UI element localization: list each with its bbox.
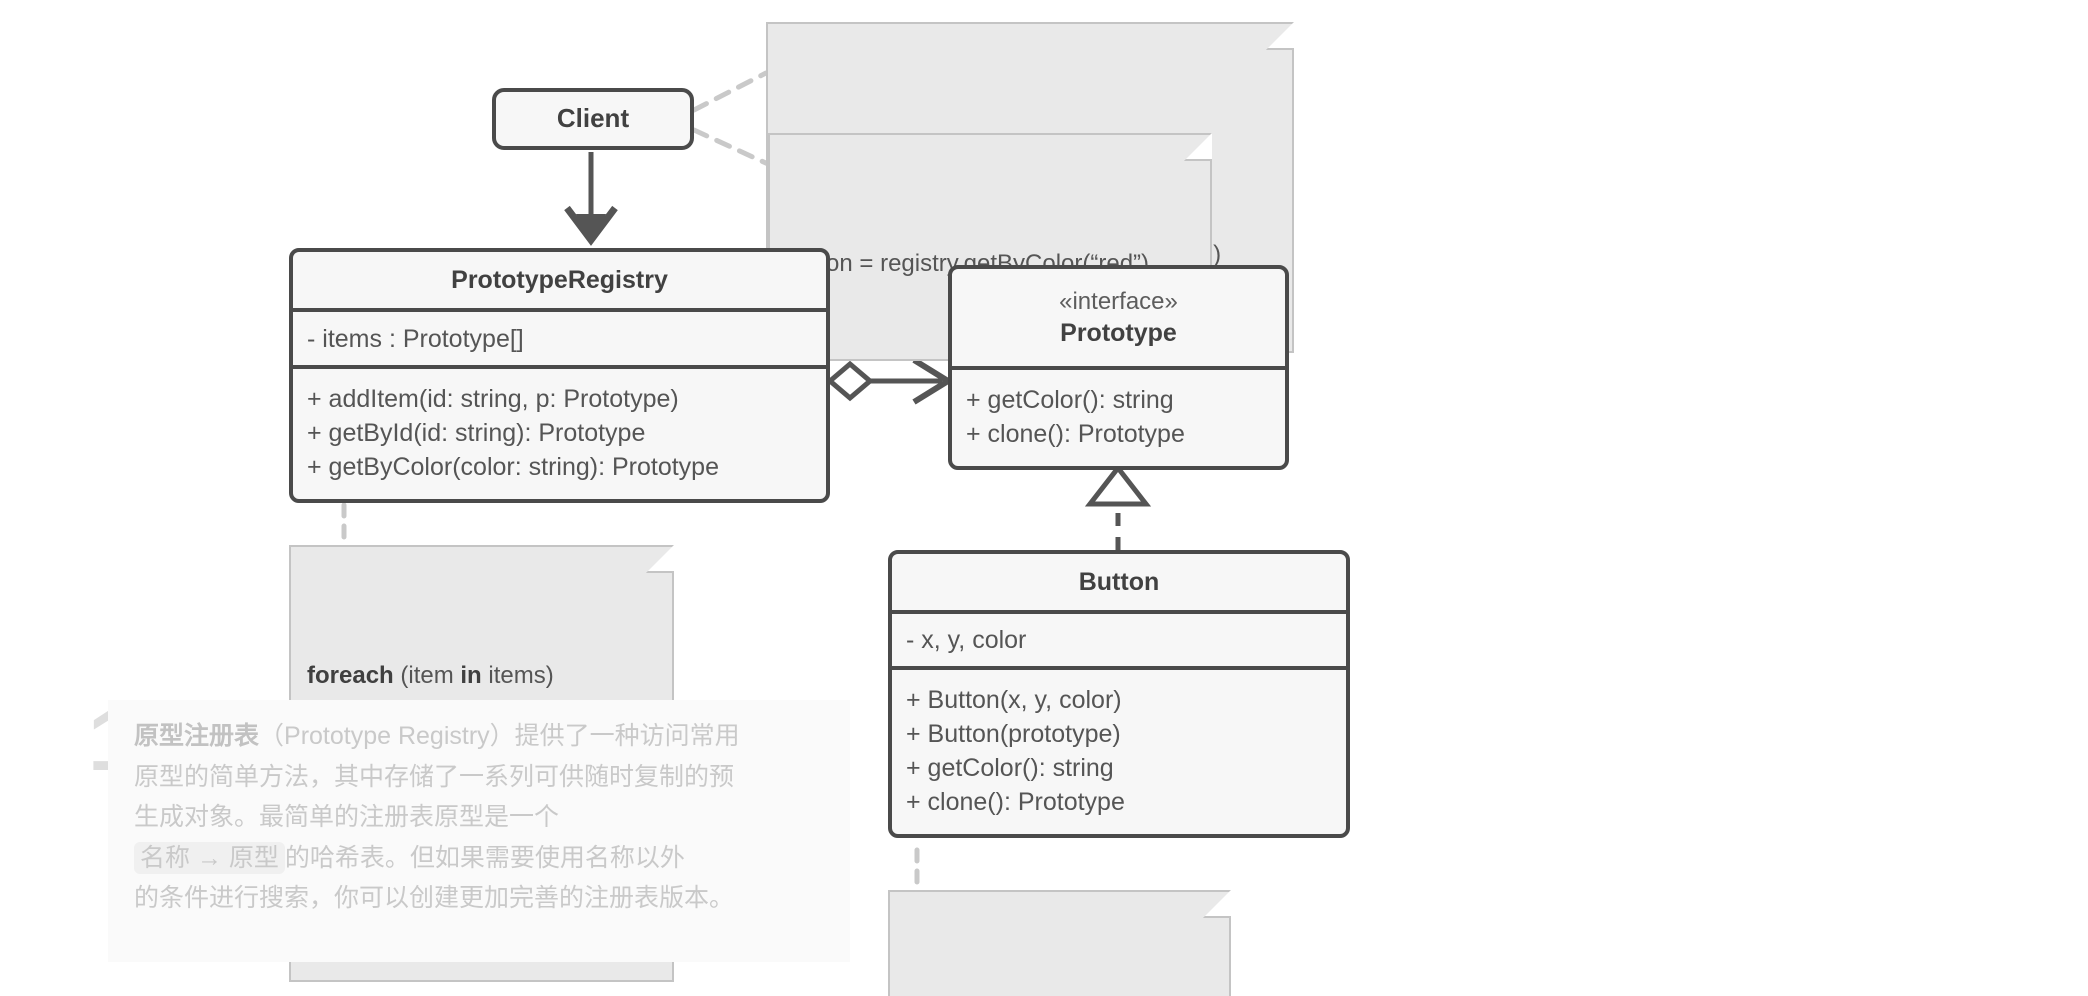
caption-text: 的哈希表。但如果需要使用名称以外	[284, 843, 685, 872]
class-name-prototype-registry: PrototypeRegistry	[451, 266, 668, 294]
class-header-button: Button	[892, 554, 1346, 610]
method-row: + addItem(id: string, p: Prototype)	[307, 385, 679, 413]
class-name-client: Client	[556, 103, 630, 134]
class-fields-button: - x, y, color	[892, 610, 1346, 666]
edge-client-to-lookup-note	[691, 127, 771, 167]
note-fold-icon	[646, 545, 674, 573]
class-methods-prototype-interface: + getColor(): string + clone(): Prototyp…	[952, 366, 1285, 466]
note-text: (item	[393, 662, 461, 690]
class-box-prototype-interface[interactable]: «interface» Prototype + getColor(): stri…	[948, 265, 1289, 470]
edge-button-to-prototype	[1084, 463, 1152, 550]
caption-block: 原型注册表（Prototype Registry）提供了一种访问常用 原型的简单…	[108, 700, 850, 962]
note-text: items)	[481, 662, 554, 690]
class-header-prototype-interface: «interface» Prototype	[952, 269, 1285, 366]
caption-lead-term: 原型注册表	[134, 722, 260, 750]
caption-line-1: 原型注册表（Prototype Registry）提供了一种访问常用	[134, 716, 824, 757]
edge-client-to-registry	[564, 152, 618, 246]
note-fold-icon	[1203, 890, 1231, 918]
caption-line-5: 的条件进行搜索，你可以创建更加完善的注册表版本。	[134, 884, 735, 912]
class-header-prototype-registry: PrototypeRegistry	[293, 252, 826, 308]
note-clone-implementation[interactable]: return new Button(this)	[888, 890, 1231, 996]
class-name-prototype: Prototype	[1060, 318, 1177, 347]
class-box-button[interactable]: Button - x, y, color + Button(x, y, colo…	[888, 550, 1350, 838]
class-stereotype-interface: «interface»	[1059, 287, 1178, 315]
class-methods-button: + Button(x, y, color) + Button(prototype…	[892, 666, 1346, 834]
note-line-1: foreach (item in items)	[307, 659, 656, 693]
edge-client-to-create-note	[691, 70, 769, 113]
class-box-client[interactable]: Client	[492, 88, 694, 150]
note-fold-icon	[1184, 133, 1212, 161]
note-keyword: in	[460, 662, 482, 690]
method-row: + clone(): Prototype	[966, 420, 1185, 448]
method-row: + Button(x, y, color)	[906, 686, 1122, 714]
caption-line-2: 原型的简单方法，其中存储了一系列可供随时复制的预	[134, 762, 735, 791]
field-row: - items : Prototype[]	[307, 324, 524, 353]
class-box-prototype-registry[interactable]: PrototypeRegistry - items : Prototype[] …	[289, 248, 830, 503]
method-row: + getColor(): string	[906, 754, 1114, 782]
method-row: + getById(id: string): Prototype	[307, 419, 646, 447]
edge-registry-to-prototype	[826, 357, 954, 405]
field-row: - x, y, color	[906, 626, 1027, 654]
caption-highlight-term: 名称 → 原型	[134, 841, 285, 874]
class-fields-prototype-registry: - items : Prototype[]	[293, 308, 826, 365]
caption-line-4: 名称 → 原型的哈希表。但如果需要使用名称以外	[134, 838, 824, 879]
method-row: + getByColor(color: string): Prototype	[307, 453, 719, 481]
method-row: + clone(): Prototype	[906, 788, 1125, 816]
note-keyword: foreach	[307, 662, 394, 690]
caption-text: （Prototype Registry）提供了一种访问常用	[259, 722, 740, 750]
caption-line-3: 生成对象。最简单的注册表原型是一个	[134, 803, 560, 831]
note-fold-icon	[1266, 22, 1294, 50]
class-name-button: Button	[1078, 568, 1160, 596]
method-row: + getColor(): string	[966, 386, 1174, 414]
class-methods-prototype-registry: + addItem(id: string, p: Prototype) + ge…	[293, 365, 826, 499]
method-row: + Button(prototype)	[906, 720, 1121, 748]
